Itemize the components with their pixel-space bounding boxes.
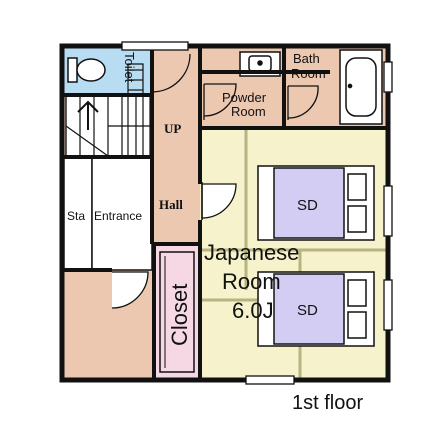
interior-walls xyxy=(64,48,386,378)
toilet-icon xyxy=(67,57,106,83)
japanese-label-line1: Japanese xyxy=(204,240,299,265)
sd-bottom-label: SD xyxy=(297,302,318,319)
entrance-room xyxy=(91,157,153,271)
sd-top-label: SD xyxy=(297,197,318,214)
closet-panel xyxy=(159,251,195,373)
bath-label-line2: Room xyxy=(291,66,326,81)
bath-door-swing xyxy=(287,85,319,120)
powder-label-line1: Powder xyxy=(222,90,267,105)
up-label: UP xyxy=(164,121,181,136)
closet-label: Closet xyxy=(167,284,192,346)
hall-door-swing xyxy=(201,183,237,219)
bed-bottom xyxy=(257,271,375,347)
japanese-size-label: 6.0J xyxy=(232,298,274,323)
bathtub-icon xyxy=(339,49,383,125)
powder-label-line2: Room xyxy=(231,104,266,119)
bed-top xyxy=(257,165,375,241)
hall-label: Hall xyxy=(159,197,183,212)
powder-door-swing xyxy=(203,83,237,117)
entrance-door-swing xyxy=(111,271,149,309)
floor-caption: 1st floor xyxy=(292,392,364,414)
japanese-label-line2: Room xyxy=(222,269,281,294)
bath-label-line1: Bath xyxy=(293,51,320,66)
hall-floor xyxy=(152,48,200,244)
sta-label: Sta xyxy=(67,209,85,223)
windows xyxy=(121,41,393,385)
entrance-label: Entrance xyxy=(94,209,142,223)
toilet-door-swing xyxy=(151,53,191,93)
toilet-label: Toilet xyxy=(122,52,137,83)
